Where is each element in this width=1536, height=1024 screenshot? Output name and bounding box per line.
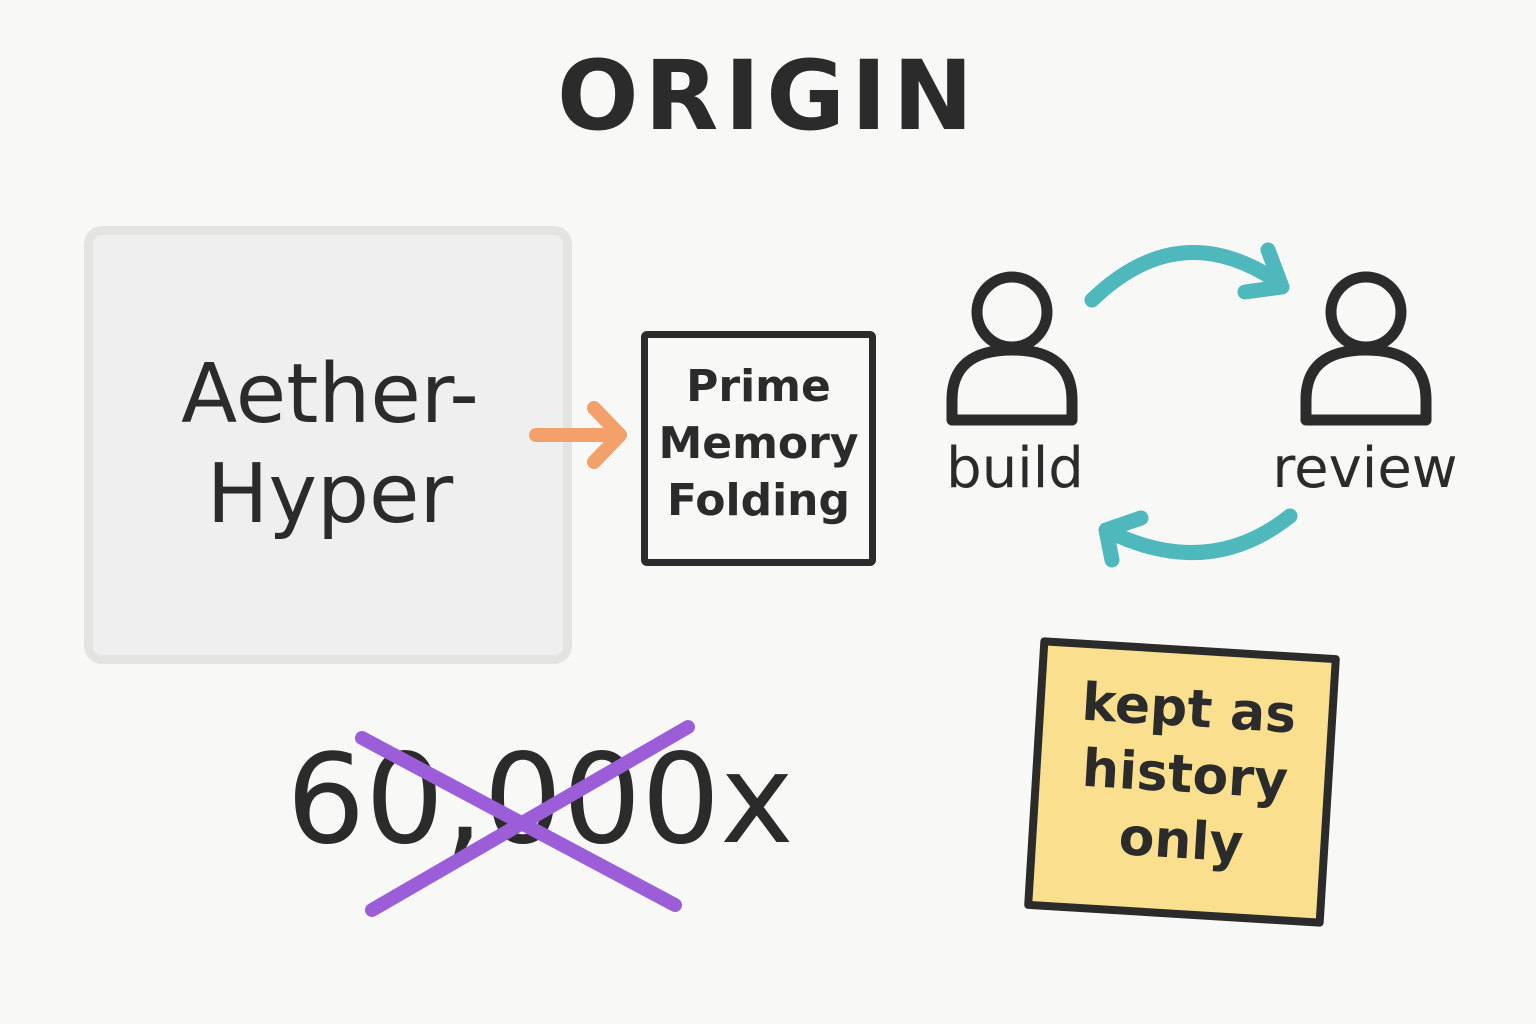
source-box-line-1: Aether- <box>181 347 479 442</box>
struck-figure: 60,000x <box>286 728 794 872</box>
source-box-label: Aether- Hyper <box>130 345 530 545</box>
strike-through-icon <box>355 720 695 917</box>
diagram-title: ORIGIN <box>556 40 980 152</box>
target-box-label: Prime Memory Folding <box>641 358 876 529</box>
target-box-line-1: Prime <box>686 361 831 412</box>
person-icon <box>946 271 1078 426</box>
target-box-line-3: Folding <box>667 475 850 526</box>
source-box <box>84 226 572 664</box>
target-box <box>641 331 876 566</box>
orange-arrow-icon <box>529 401 627 469</box>
build-label: build <box>946 436 1084 501</box>
source-box-line-2: Hyper <box>206 447 454 542</box>
review-label: review <box>1272 436 1458 501</box>
cycle-arrow-top-icon <box>1084 242 1290 308</box>
cycle-arrow-bottom-icon <box>1098 508 1298 568</box>
person-icon <box>1300 271 1432 426</box>
target-box-line-2: Memory <box>658 418 859 469</box>
